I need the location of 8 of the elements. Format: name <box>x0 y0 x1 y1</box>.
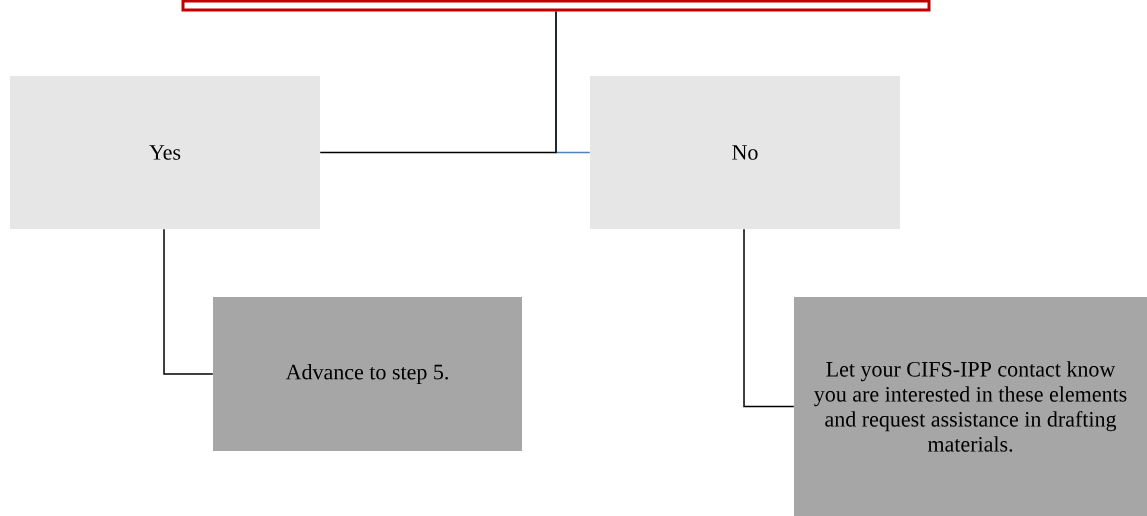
connector-line <box>319 10 557 154</box>
step-box: No <box>590 76 900 229</box>
step-box: Let your CIFS-IPP contact know you are interested in these elements and request assistance in drafting materials. <box>794 297 1147 516</box>
step-box: Advance to step 5. <box>213 297 522 451</box>
connector-line <box>743 228 795 408</box>
connector-line <box>163 228 214 375</box>
frame-box <box>181 0 931 12</box>
step-box: Yes <box>10 76 320 229</box>
